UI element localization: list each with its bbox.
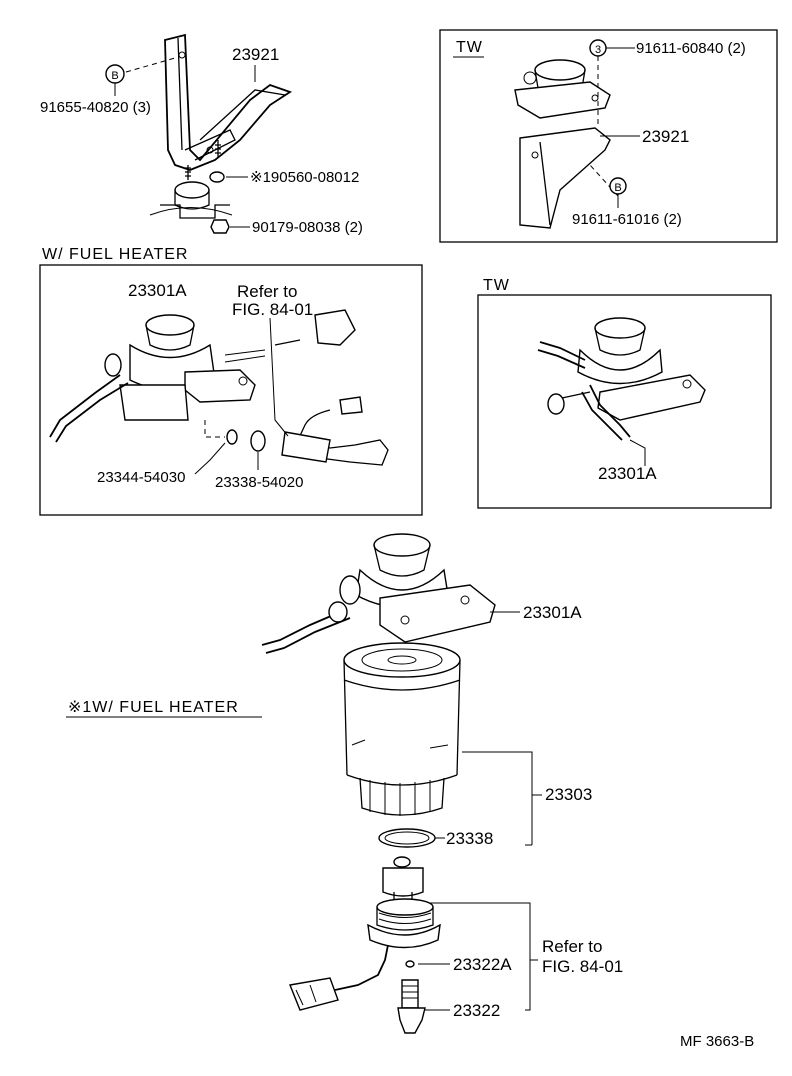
marker-b2-text: B [614, 182, 621, 194]
label-heater-refer-line2: FIG. 84-01 [232, 300, 313, 319]
tw-mid-header: TW [483, 277, 510, 294]
label-nut-90179: 90179-08038 (2) [252, 219, 363, 236]
footer-code: MF 3663-B [680, 1033, 754, 1050]
label-heater-refer-line1: Refer to [237, 282, 297, 301]
label-nut-91611-60840: 91611-60840 (2) [636, 40, 746, 57]
label-filter-23303: 23303 [545, 785, 592, 804]
label-main-refer-line1: Refer to [542, 937, 602, 956]
main-assembly: ※1W/ FUEL HEATER 23301A 23303 23338 2332… [66, 533, 623, 1034]
fuel-heater-header: W/ FUEL HEATER [42, 246, 188, 263]
label-tw-bracket-23921: 23921 [642, 127, 689, 146]
label-oring-23338: 23338 [446, 829, 493, 848]
label-bolt-91655: 91655-40820 (3) [40, 99, 151, 116]
top-left-bracket-group: B 23921 91655-40820 (3) ※190560-08012 90… [40, 33, 363, 236]
label-small-oring-23322A: 23322A [453, 955, 512, 974]
label-main-pump-23301A: 23301A [523, 603, 582, 622]
main-note-fuel-heater: ※1W/ FUEL HEATER [68, 699, 239, 716]
label-heater-pump-23301A: 23301A [128, 281, 187, 300]
label-gasket-23344-54030: 23344-54030 [97, 469, 185, 486]
label-gasket-23338-54020: 23338-54020 [215, 474, 303, 491]
label-insulator-190560: ※190560-08012 [250, 169, 359, 186]
bracket-23921-drawing [164, 33, 293, 171]
label-main-refer-line2: FIG. 84-01 [542, 957, 623, 976]
tw-top-header: TW [456, 39, 483, 56]
label-tw-pump-23301A: 23301A [598, 464, 657, 483]
fuel-heater-box: W/ FUEL HEATER 23301A Refer to FI [39, 246, 423, 516]
label-bolt-91611-61016: 91611-61016 (2) [572, 211, 682, 228]
marker-b-text: B [111, 70, 118, 82]
tw-top-box: TW 3 B 91611-60840 (2) 23921 91611-61016… [439, 29, 778, 243]
label-switch-23322: 23322 [453, 1001, 500, 1020]
label-bracket-23921: 23921 [232, 45, 279, 64]
marker-3-text: 3 [595, 44, 601, 56]
tw-mid-box: TW 23301A [477, 277, 772, 509]
